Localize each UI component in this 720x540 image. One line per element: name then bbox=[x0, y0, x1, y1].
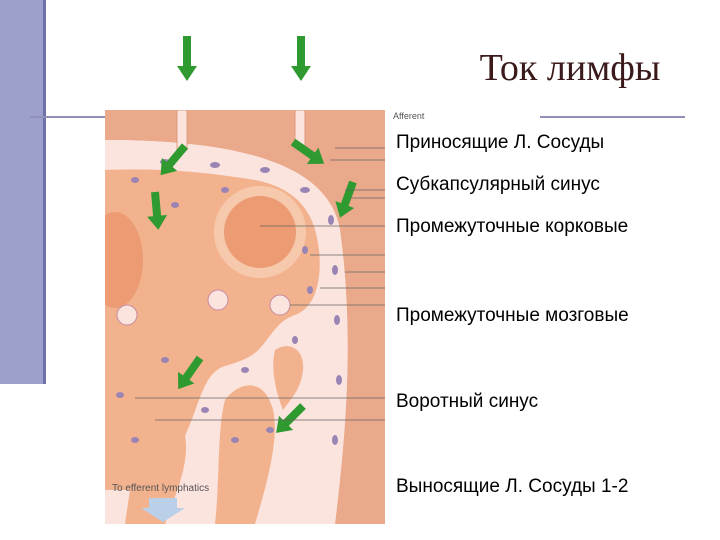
label-cortical-sinuses: Промежуточные корковые bbox=[396, 216, 629, 237]
side-accent-bar bbox=[0, 0, 46, 384]
flow-arrow-down-icon bbox=[177, 36, 197, 81]
label-efferent-vessels: Выносящие Л. Сосуды 1-2 bbox=[396, 476, 629, 497]
title-rule-left bbox=[30, 116, 110, 118]
label-afferent-vessels: Приносящие Л. Сосуды bbox=[396, 132, 605, 153]
label-subcapsular-sinus: Субкапсулярный синус bbox=[396, 174, 600, 195]
slide-title: Ток лимфы bbox=[479, 47, 661, 89]
efferent-caption: To efferent lymphatics bbox=[112, 483, 210, 494]
afferent-caption: Afferent bbox=[393, 111, 425, 121]
label-medullary-sinuses: Промежуточные мозговые bbox=[396, 305, 629, 326]
flow-arrow-down-icon bbox=[291, 36, 311, 81]
lymph-node-diagram bbox=[105, 110, 385, 524]
capsule bbox=[105, 110, 385, 524]
title-rule-right bbox=[540, 116, 685, 118]
efferent-arrow bbox=[141, 498, 185, 522]
flow-arrows bbox=[147, 138, 357, 433]
label-hilar-sinus: Воротный синус bbox=[396, 391, 539, 412]
